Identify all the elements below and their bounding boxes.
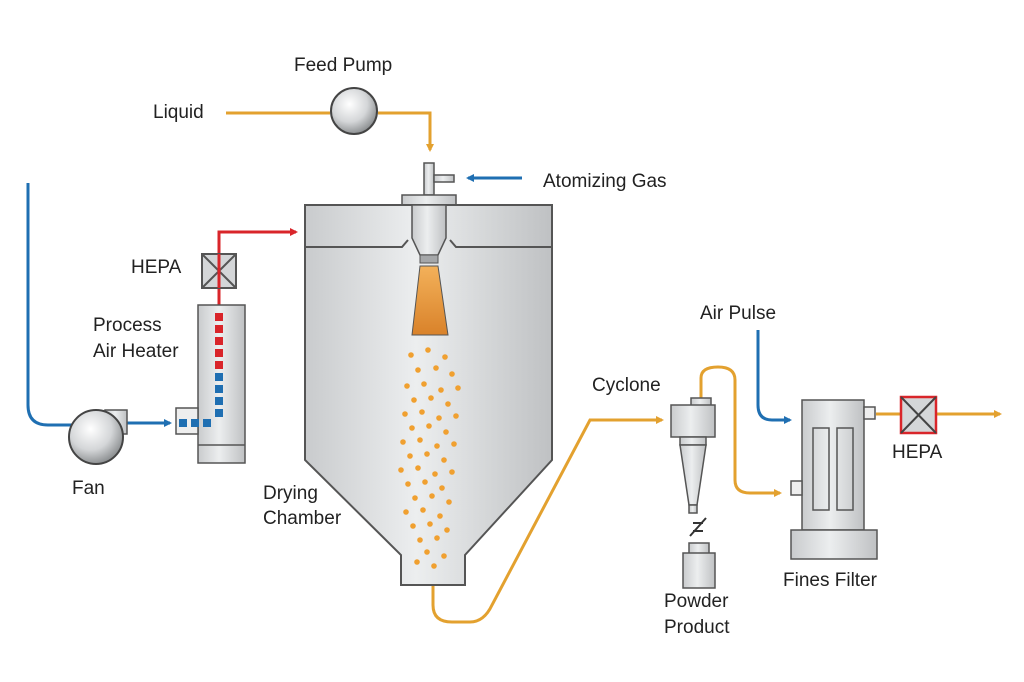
spray-droplet	[441, 457, 447, 463]
heater-element-hot	[215, 349, 223, 357]
spray-droplet	[419, 409, 425, 415]
spray-droplet	[408, 352, 414, 358]
spray-droplet	[442, 354, 448, 360]
liquid-label: Liquid	[153, 102, 204, 123]
spray-droplet	[424, 451, 430, 457]
spray-droplet	[398, 467, 404, 473]
spray-droplet	[439, 485, 445, 491]
heater-element-cold	[215, 397, 223, 405]
spray-droplet	[415, 465, 421, 471]
heater-element-hot	[215, 325, 223, 333]
spray-droplet	[436, 415, 442, 421]
spray-droplet	[446, 499, 452, 505]
spray-droplet	[433, 365, 439, 371]
spray-droplet	[407, 453, 413, 459]
drying-chamber	[304, 204, 553, 586]
cyclone	[670, 397, 716, 514]
spray-droplet	[451, 441, 457, 447]
powder-product-label-1: Powder	[664, 591, 729, 612]
spray-droplet	[438, 387, 444, 393]
heater-element-cold	[215, 373, 223, 381]
heater-element-hot	[215, 361, 223, 369]
spray-droplet	[426, 423, 432, 429]
fan-icon	[68, 409, 124, 465]
spray-droplet	[453, 413, 459, 419]
heater-inlet-element	[203, 419, 211, 427]
powder-product-container	[682, 542, 716, 589]
atomizing-gas-label: Atomizing Gas	[543, 171, 667, 192]
fan	[68, 409, 128, 465]
hepa-left-label: HEPA	[131, 257, 182, 278]
powder-product-label-2: Product	[664, 617, 730, 638]
drying-chamber-label-2: Chamber	[263, 508, 342, 529]
process-air-heater-label-1: Process	[93, 315, 162, 336]
process-air-heater-label-2: Air Heater	[93, 341, 179, 362]
pump-to-nozzle-line	[378, 111, 434, 152]
heater-elements	[179, 313, 223, 427]
heater-element-cold	[215, 409, 223, 417]
heater-element-hot	[215, 337, 223, 345]
spray-droplet	[449, 469, 455, 475]
hepa-filter-right-icon	[899, 395, 938, 435]
spray-droplet	[449, 371, 455, 377]
spray-droplet	[421, 381, 427, 387]
spray-droplet	[410, 523, 416, 529]
spray-droplet	[422, 479, 428, 485]
spray-droplet	[432, 471, 438, 477]
spray-droplet	[428, 395, 434, 401]
spray-droplet	[420, 507, 426, 513]
spray-droplet	[415, 367, 421, 373]
fines-filter	[790, 399, 878, 560]
spray-droplet	[417, 537, 423, 543]
spray-droplet	[405, 481, 411, 487]
feed-pump-label: Feed Pump	[294, 55, 393, 76]
spray-droplet	[434, 535, 440, 541]
spray-droplet	[427, 521, 433, 527]
spray-droplet	[412, 495, 418, 501]
heater-element-hot	[215, 313, 223, 321]
hepa-right-label: HEPA	[892, 442, 943, 463]
air-pulse-label: Air Pulse	[700, 303, 777, 324]
fan-label: Fan	[72, 478, 105, 499]
spray-droplet	[402, 411, 408, 417]
spray-droplet	[429, 493, 435, 499]
spray-droplet	[400, 439, 406, 445]
spray-cone	[411, 265, 449, 336]
spray-droplet	[404, 383, 410, 389]
inlet-air-line	[26, 183, 72, 427]
spray-droplet	[441, 553, 447, 559]
chamber-to-cyclone-line	[431, 416, 664, 624]
cyclone-to-filter-line	[699, 365, 782, 497]
spray-droplet	[437, 513, 443, 519]
spray-droplet	[425, 347, 431, 353]
spray-droplet	[411, 397, 417, 403]
heater-element-cold	[215, 385, 223, 393]
fines-filter-label: Fines Filter	[783, 570, 877, 591]
heater-inlet-element	[191, 419, 199, 427]
spray-droplet	[431, 563, 437, 569]
heater-inlet-element	[179, 419, 187, 427]
air-pulse-line	[756, 330, 792, 424]
spray-droplet	[455, 385, 461, 391]
spray-droplet	[443, 429, 449, 435]
spray-droplet	[445, 401, 451, 407]
rotary-valve-icon	[689, 517, 707, 537]
spray-droplet	[417, 437, 423, 443]
spray-droplet	[414, 559, 420, 565]
process-air-heater	[175, 304, 246, 464]
spray-droplet	[444, 527, 450, 533]
spray-droplet	[434, 443, 440, 449]
spray-droplet	[409, 425, 415, 431]
feed-pump-icon	[330, 87, 378, 135]
spray-droplets	[398, 347, 461, 569]
cyclone-label: Cyclone	[592, 375, 661, 396]
spray-droplet	[424, 549, 430, 555]
spray-droplet	[403, 509, 409, 515]
drying-chamber-label-1: Drying	[263, 483, 318, 504]
